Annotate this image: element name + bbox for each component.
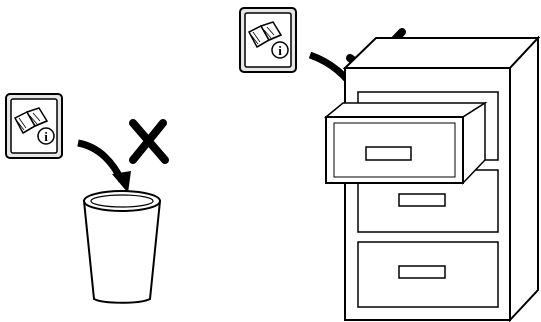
wastebasket-icon — [82, 190, 162, 304]
info-badge-letter: i — [278, 43, 282, 58]
discard-manual-group: i — [5, 93, 169, 304]
manual-info-book-icon: i — [5, 93, 63, 159]
cross-icon — [129, 119, 169, 164]
info-badge-letter: i — [44, 129, 48, 144]
arrow-to-trash-head — [112, 171, 131, 193]
open-drawer — [323, 101, 488, 185]
filing-cabinet-icon — [323, 35, 541, 322]
store-manual-group: i — [239, 7, 541, 322]
manual-info-book-icon: i — [239, 7, 297, 73]
